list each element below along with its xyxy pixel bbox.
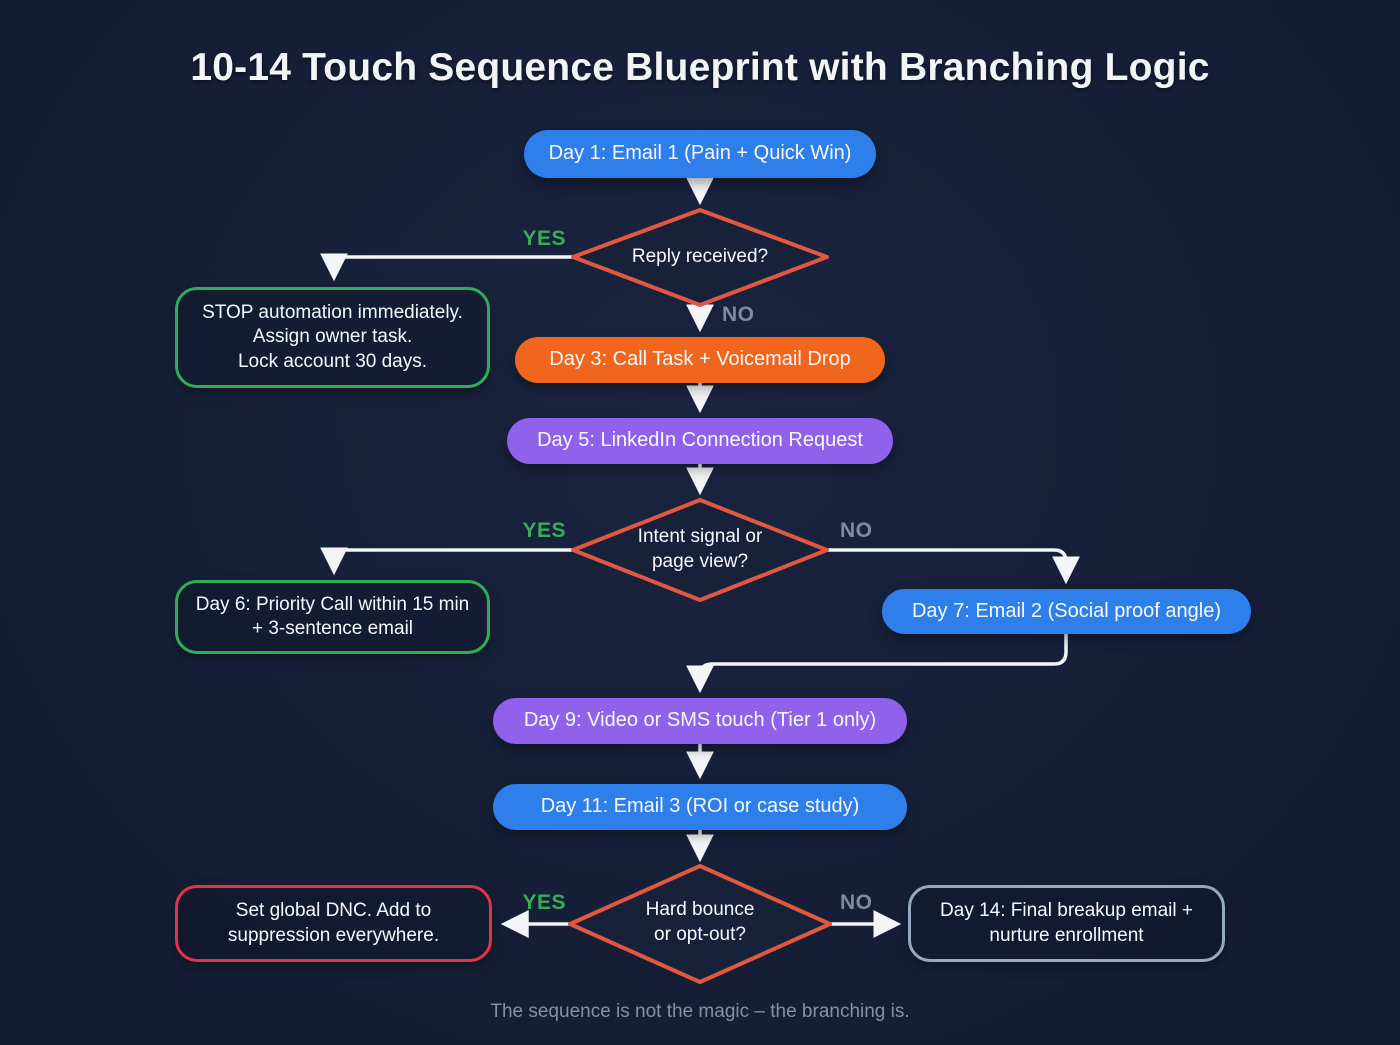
- node-day11-email3: Day 11: Email 3 (ROI or case study): [493, 784, 907, 830]
- intent-decision-diamond: [571, 498, 829, 602]
- reply-decision-diamond: [571, 208, 829, 307]
- node-day7-email2: Day 7: Email 2 (Social proof angle): [882, 589, 1251, 634]
- bounce-decision-diamond: [568, 864, 832, 984]
- bounce-yes-label: YES: [522, 891, 566, 914]
- node-day3-call-task: Day 3: Call Task + Voicemail Drop: [515, 337, 885, 383]
- reply-yes-label: YES: [522, 227, 566, 250]
- node-day14-breakup: Day 14: Final breakup email + nurture en…: [908, 885, 1225, 962]
- intent-decision-label: Intent signal or page view?: [637, 526, 763, 572]
- node-day5-linkedin: Day 5: LinkedIn Connection Request: [507, 418, 893, 464]
- connector-intent-yes-to-day6: [320, 547, 575, 576]
- node-day6-priority-call: Day 6: Priority Call within 15 min + 3-s…: [175, 580, 490, 654]
- connector-intent-no-to-day7: [825, 548, 1080, 585]
- reply-no-label: NO: [722, 303, 755, 326]
- bounce-decision-label: Hard bounce or opt-out?: [645, 899, 755, 945]
- node-day1-email1: Day 1: Email 1 (Pain + Quick Win): [524, 130, 876, 178]
- footer-caption: The sequence is not the magic – the bran…: [490, 1001, 910, 1022]
- page-title: 10-14 Touch Sequence Blueprint with Bran…: [190, 46, 1210, 89]
- intent-no-label: NO: [840, 519, 873, 542]
- node-set-global-dnc: Set global DNC. Add to suppression every…: [175, 885, 492, 962]
- intent-yes-label: YES: [522, 519, 566, 542]
- reply-decision-label: Reply received?: [631, 246, 769, 267]
- connector-day7-to-day9: [686, 632, 1068, 694]
- bounce-no-label: NO: [840, 891, 873, 914]
- node-day9-video-sms: Day 9: Video or SMS touch (Tier 1 only): [493, 698, 907, 744]
- node-stop-automation: STOP automation immediately. Assign owne…: [175, 287, 490, 388]
- connector-reply-yes-to-stop: [320, 253, 575, 282]
